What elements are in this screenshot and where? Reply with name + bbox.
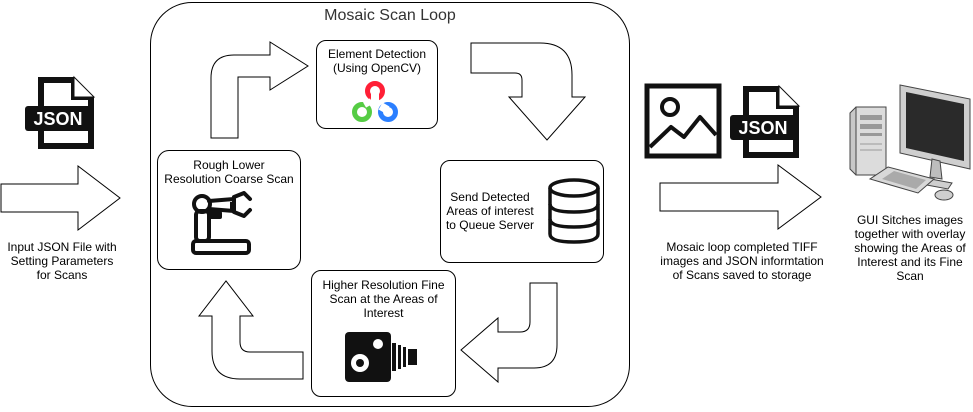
camera-scanner-icon [345, 332, 417, 382]
input-label: Input JSON File with Setting Parameters … [7, 240, 117, 282]
json-file-icon: JSON [25, 75, 96, 149]
mosaic-scan-loop-container [150, 2, 630, 407]
output-json-file-icon: JSON [730, 84, 801, 158]
fine-scan-label-3: Interest [363, 306, 404, 320]
fine-scan-label-2: Scan at the Areas of [329, 292, 438, 306]
input-arrow [0, 164, 121, 232]
coarse-scan-label-2: Resolution Coarse Scan [164, 172, 294, 186]
send-detected-label-2: Areas of interest [446, 204, 534, 218]
opencv-logo-icon [352, 81, 398, 122]
coarse-scan-node [157, 150, 301, 270]
arrow-send-to-fine [460, 282, 558, 384]
arrow-coarse-to-detection [210, 41, 309, 139]
coarse-scan-label-1: Rough Lower [193, 158, 265, 172]
image-file-icon [644, 83, 722, 159]
robotic-arm-icon [191, 191, 252, 255]
arrow-detection-to-send [470, 42, 587, 141]
output-json-icon-text: JSON [738, 118, 787, 138]
gui-label: GUI Sitches images together with overlay… [854, 213, 966, 283]
fine-scan-label-1: Higher Resolution Fine [322, 278, 445, 292]
database-icon [548, 178, 600, 244]
output-arrow [659, 164, 822, 230]
element-detection-label-2: (Using OpenCV) [332, 61, 422, 75]
json-icon-text: JSON [33, 109, 82, 129]
desktop-computer-icon [849, 84, 971, 201]
send-detected-label-1: Send Detected [450, 190, 530, 204]
send-detected-label-3: to Queue Server [445, 218, 535, 232]
output-label: Mosaic loop completed TIFF images and JS… [660, 240, 824, 282]
arrow-fine-to-coarse [197, 280, 304, 380]
loop-title: Mosaic Scan Loop [324, 7, 456, 24]
element-detection-label-1: Element Detection [327, 47, 427, 61]
